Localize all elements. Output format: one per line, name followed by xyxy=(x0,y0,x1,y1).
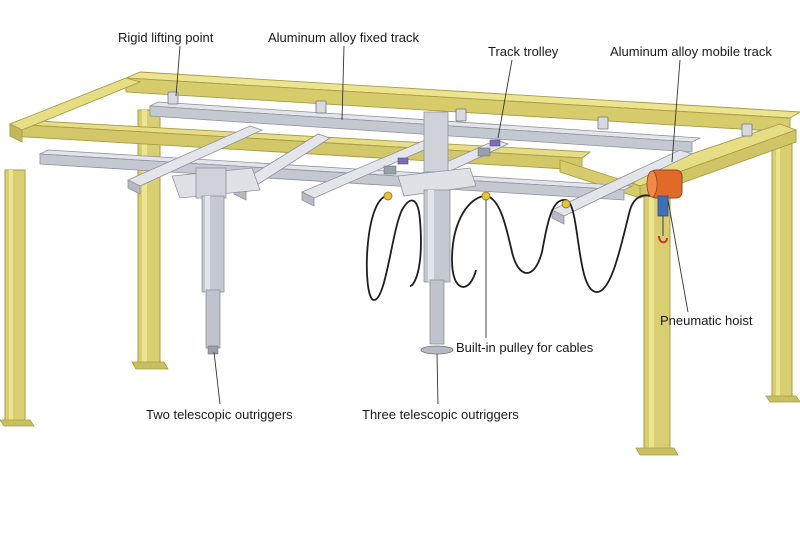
mobile-track-1 xyxy=(127,125,264,195)
callout-labels: Rigid lifting point Aluminum alloy fixed… xyxy=(118,30,772,422)
leader-lines xyxy=(175,45,689,405)
mobile-track-3 xyxy=(301,137,444,207)
rigid-lifting-points xyxy=(167,91,753,137)
column-back-left xyxy=(0,169,35,427)
two-telescopic-outriggers xyxy=(171,167,261,355)
pneumatic-hoist xyxy=(646,169,683,244)
label-pneumatic-hoist: Pneumatic hoist xyxy=(660,313,753,328)
beam-left xyxy=(8,77,142,143)
label-two-telescopic-outriggers: Two telescopic outriggers xyxy=(146,407,293,422)
label-aluminum-fixed-track: Aluminum alloy fixed track xyxy=(268,30,419,45)
label-track-trolley: Track trolley xyxy=(488,44,559,59)
cables xyxy=(365,194,651,301)
column-front-right xyxy=(635,181,679,456)
label-aluminum-mobile-track: Aluminum alloy mobile track xyxy=(610,44,772,59)
label-builtin-pulley: Built-in pulley for cables xyxy=(456,340,594,355)
mobile-track-5 xyxy=(551,149,694,225)
column-front-left xyxy=(131,109,169,370)
label-three-telescopic-outriggers: Three telescopic outriggers xyxy=(362,407,519,422)
pulleys xyxy=(383,191,571,209)
label-rigid-lifting-point: Rigid lifting point xyxy=(118,30,214,45)
track-trolleys xyxy=(383,139,501,175)
three-telescopic-outriggers xyxy=(397,111,477,355)
column-back-right xyxy=(765,137,800,403)
